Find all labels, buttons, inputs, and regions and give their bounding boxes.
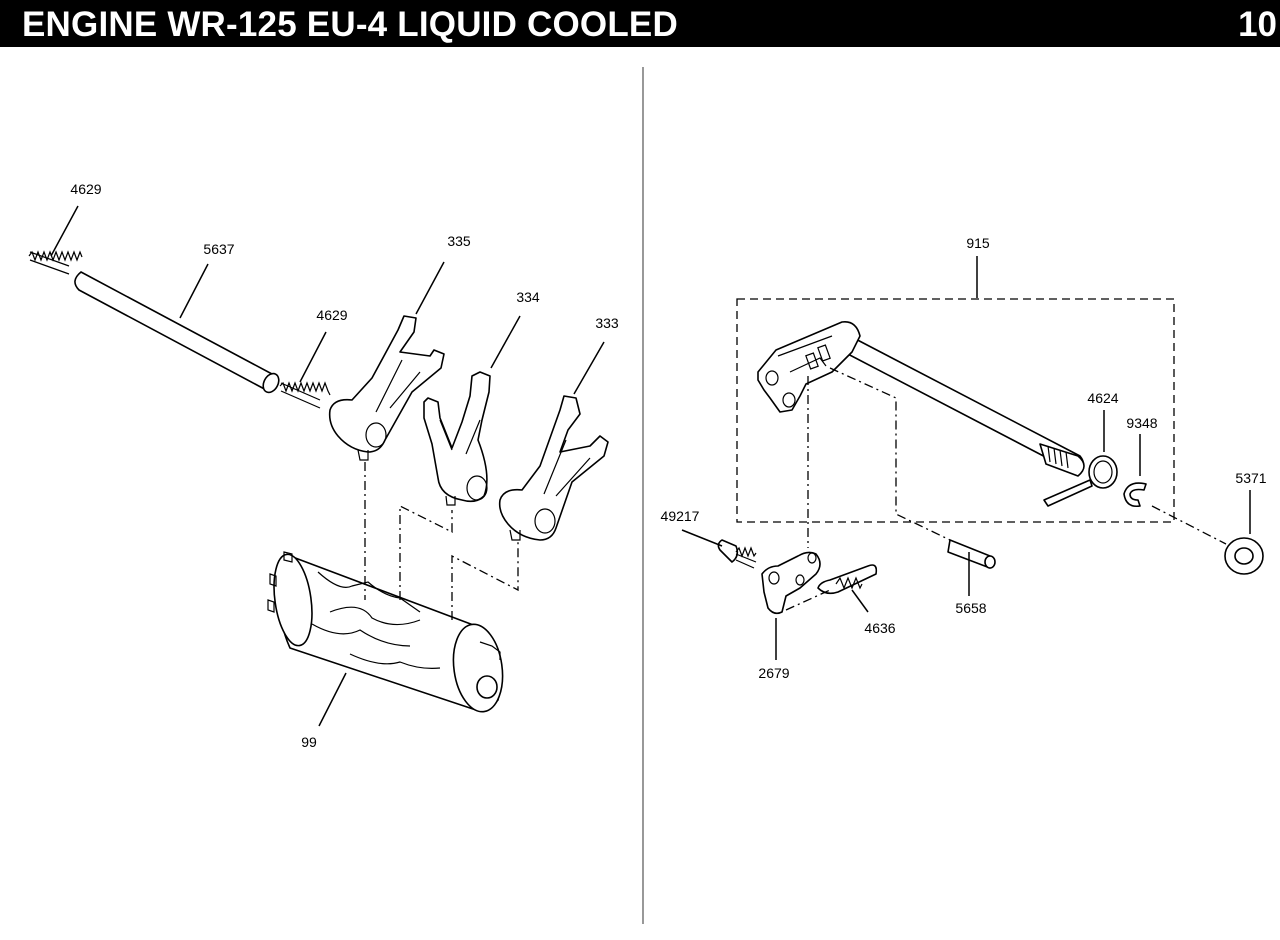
label-4629-mid: 4629 <box>316 307 347 323</box>
label-4636: 4636 <box>864 620 895 636</box>
shift-drum-99[interactable] <box>267 551 508 715</box>
label-5637: 5637 <box>203 241 234 257</box>
page-number: 10 <box>1238 5 1277 44</box>
spring-4629-mid[interactable] <box>279 381 331 409</box>
shift-fork-335[interactable] <box>328 315 445 461</box>
pin-5658[interactable] <box>947 539 996 569</box>
label-4624: 4624 <box>1087 390 1118 406</box>
shaft-5637[interactable] <box>74 271 282 395</box>
label-915: 915 <box>966 235 990 251</box>
label-5371: 5371 <box>1235 470 1266 486</box>
shift-fork-334[interactable] <box>423 371 491 506</box>
spring-4629-top[interactable] <box>28 250 83 275</box>
torsion-spring-4624[interactable] <box>1043 455 1118 507</box>
label-99: 99 <box>301 734 317 750</box>
page-title: ENGINE WR-125 EU-4 LIQUID COOLED <box>22 5 678 44</box>
label-5658: 5658 <box>955 600 986 616</box>
label-333: 333 <box>595 315 619 331</box>
circlip-9348[interactable] <box>1123 482 1147 508</box>
bolt-49217[interactable] <box>717 539 757 569</box>
shift-fork-333[interactable] <box>498 395 609 541</box>
label-334: 334 <box>516 289 540 305</box>
label-9348: 9348 <box>1126 415 1157 431</box>
label-4629-top: 4629 <box>70 181 101 197</box>
label-2679: 2679 <box>758 665 789 681</box>
spring-4636[interactable] <box>817 564 878 595</box>
label-49217: 49217 <box>661 508 700 524</box>
assembly-915-box <box>736 298 1175 523</box>
shift-shaft-assembly[interactable] <box>757 320 1085 477</box>
alignment-lines-left <box>364 462 519 620</box>
oil-seal-5371[interactable] <box>1224 537 1264 575</box>
leader-lines <box>50 205 1251 727</box>
shift-lever-2679[interactable] <box>761 551 821 615</box>
page-header: ENGINE WR-125 EU-4 LIQUID COOLED 10 <box>0 0 1280 47</box>
alignment-lines-right <box>785 367 1227 611</box>
label-335: 335 <box>447 233 471 249</box>
